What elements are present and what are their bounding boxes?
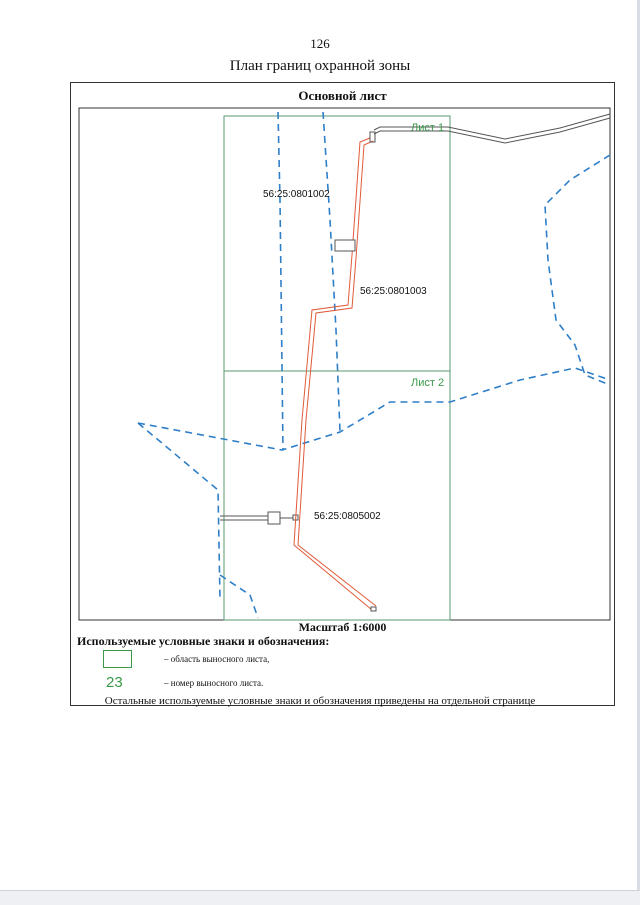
page-title: План границ охранной зоны (229, 58, 411, 74)
cadastral-boundaries (137, 111, 611, 619)
map-border (78, 107, 611, 621)
sheet-2-label: Лист 2 (411, 377, 444, 389)
sheet-title: Основной лист (298, 88, 387, 103)
utility-line-2 (220, 511, 299, 525)
building-marker (334, 239, 356, 252)
footnote: Остальные используемые условные знаки и … (104, 695, 536, 707)
page-bottom-edge (0, 890, 640, 905)
parcel-label: 56:25:0805002 (314, 511, 381, 522)
boundary-line (137, 367, 611, 451)
utility-line (373, 113, 611, 144)
legend-sheet-number-symbol: 23 (106, 674, 123, 691)
boundary-line (544, 154, 611, 386)
parcel-label: 56:25:0801002 (263, 189, 330, 200)
structure-marker (369, 131, 376, 143)
legend-item-text: – номер выносного листа. (164, 678, 264, 688)
legend-heading: Используемые условные знаки и обозначени… (77, 634, 330, 648)
map-frame (70, 82, 615, 706)
protection-zone (293, 137, 377, 611)
boundary-line (322, 111, 341, 433)
boundary-line (219, 574, 259, 619)
parcel-label: 56:25:0801003 (360, 286, 427, 297)
sheet-1-label: Лист 1 (411, 122, 444, 134)
legend-item-text: – область выносного листа, (164, 654, 270, 664)
boundary-line (137, 422, 221, 601)
map-scale: Масштаб 1:6000 (298, 620, 387, 634)
page-number: 126 (310, 36, 330, 51)
boundary-line (277, 111, 284, 451)
page-edge (637, 0, 640, 905)
sheet-2-frame (223, 370, 451, 621)
legend-sheet-box-symbol (103, 650, 132, 668)
end-marker (370, 606, 377, 612)
